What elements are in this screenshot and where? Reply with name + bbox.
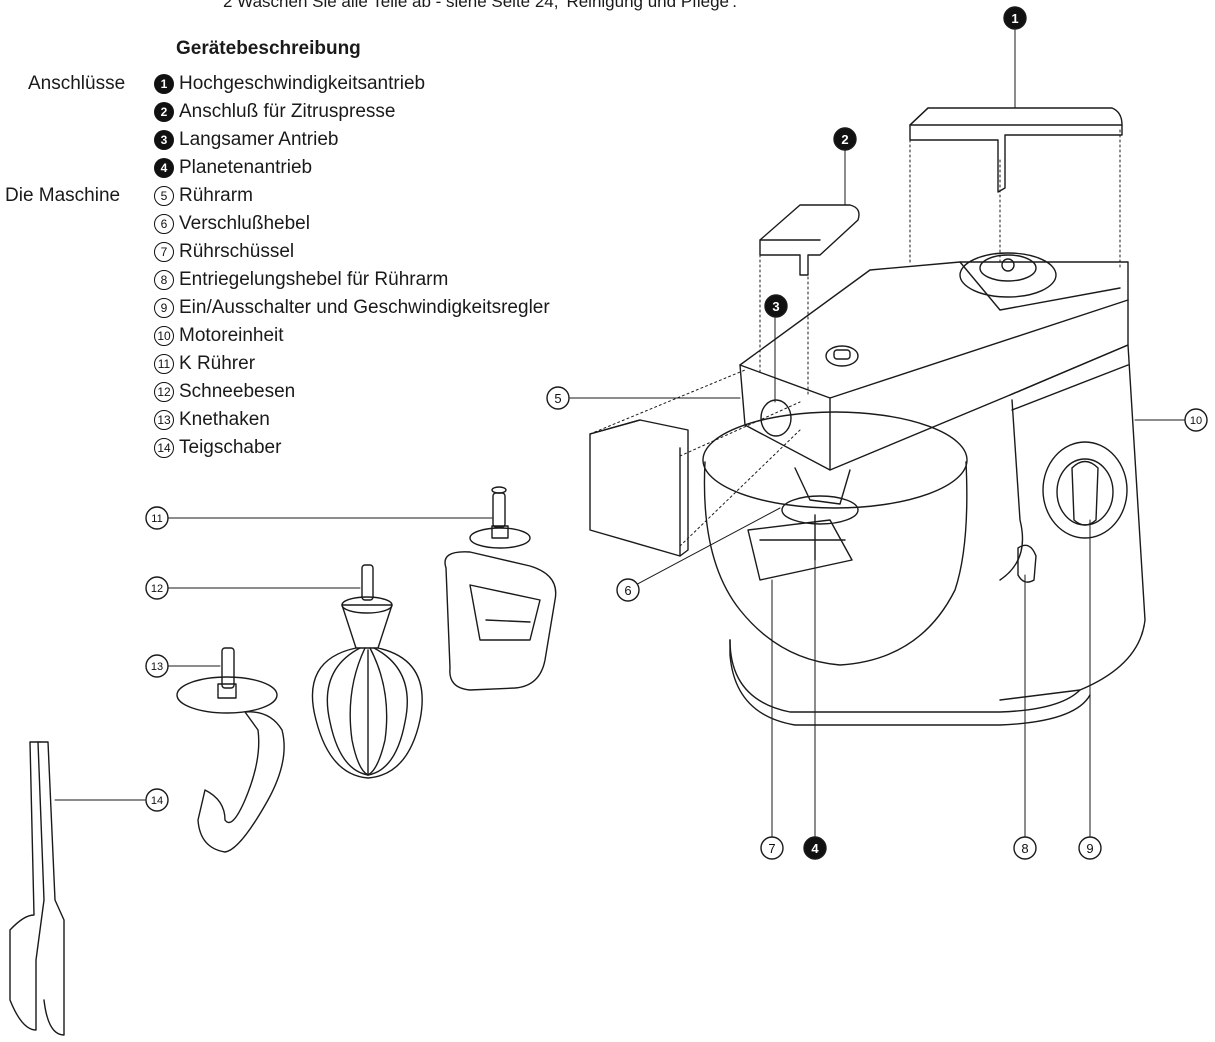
- legend-item-1: 1 Hochgeschwindigkeitsantrieb: [154, 71, 425, 97]
- legend-item-7: 7 Rührschüssel: [154, 239, 294, 265]
- legend-item-4: 4 Planetenantrieb: [154, 155, 312, 181]
- legend-label: Entriegelungshebel für Rührarm: [179, 269, 449, 290]
- projection-lines: [589, 129, 1121, 547]
- callout-7: 7: [760, 836, 784, 860]
- callout-number: 6: [624, 583, 631, 598]
- callout-number: 13: [151, 661, 163, 673]
- legend-item-11: 11 K Rührer: [154, 351, 255, 377]
- legend-marker: 5: [154, 186, 174, 206]
- outlet-cover-front: [589, 419, 689, 557]
- callout-number: 9: [1086, 841, 1093, 856]
- legend-marker: 2: [154, 102, 174, 122]
- callout-number: 3: [772, 299, 779, 314]
- legend-label: Hochgeschwindigkeitsantrieb: [179, 73, 426, 94]
- legend-marker: 12: [154, 382, 174, 402]
- callout-number: 1: [1011, 11, 1018, 26]
- callout-4: 4: [803, 836, 827, 860]
- legend-label: Rührarm: [179, 185, 253, 206]
- callout-number: 12: [151, 583, 163, 595]
- legend-label: Schneebesen: [179, 381, 296, 402]
- legend-item-2: 2 Anschluß für Zitruspresse: [154, 99, 395, 125]
- callout-10: 10: [1184, 408, 1208, 432]
- legend-item-9: 9 Ein/Ausschalter und Geschwindigkeitsre…: [154, 295, 550, 321]
- legend-marker: 8: [154, 270, 174, 290]
- legend-marker: 3: [154, 130, 174, 150]
- callout-1: 1: [1003, 6, 1027, 30]
- callout-9: 9: [1078, 836, 1102, 860]
- callout-number: 8: [1021, 841, 1028, 856]
- callout-number: 5: [554, 391, 561, 406]
- legend-label: Teigschaber: [179, 437, 282, 458]
- legend-label: Motoreinheit: [179, 325, 284, 346]
- legend-marker: 9: [154, 298, 174, 318]
- callout-13: 13: [145, 654, 169, 678]
- legend-marker: 11: [154, 354, 174, 374]
- outlet-cover-high-speed: [909, 107, 1123, 193]
- mixing-bowl: [702, 411, 968, 666]
- callout-11: 11: [145, 506, 169, 530]
- legend-item-10: 10 Motoreinheit: [154, 323, 284, 349]
- legend-marker: 14: [154, 438, 174, 458]
- callout-3: 3: [764, 294, 788, 318]
- legend-item-6: 6 Verschlußhebel: [154, 211, 310, 237]
- legend-label: Langsamer Antrieb: [179, 129, 339, 150]
- callout-number: 11: [151, 513, 162, 525]
- dough-hook: [176, 647, 285, 853]
- outlet-cover-slow-speed: [759, 204, 860, 276]
- legend-marker: 13: [154, 410, 174, 430]
- legend-item-13: 13 Knethaken: [154, 407, 270, 433]
- leader-lines: [54, 29, 1186, 841]
- legend-marker: 10: [154, 326, 174, 346]
- mixer-body: [729, 252, 1146, 726]
- callout-number: 14: [151, 795, 163, 807]
- legend-marker: 6: [154, 214, 174, 234]
- legend-item-12: 12 Schneebesen: [154, 379, 295, 405]
- callout-12: 12: [145, 576, 169, 600]
- legend-item-14: 14 Teigschaber: [154, 435, 281, 461]
- legend-item-5: 5 Rührarm: [154, 183, 253, 209]
- legend-marker: 1: [154, 74, 174, 94]
- legend-item-3: 3 Langsamer Antrieb: [154, 127, 339, 153]
- group-label-anschluesse: Anschlüsse: [28, 73, 126, 94]
- callout-6: 6: [616, 578, 640, 602]
- legend-label: Rührschüssel: [179, 241, 295, 262]
- top-note: 2 Waschen Sie alle Teile ab - siehe Seit…: [223, 0, 737, 11]
- legend-label: Planetenantrieb: [179, 157, 313, 178]
- legend-marker: 7: [154, 242, 174, 262]
- legend-label: Ein/Ausschalter und Geschwindigkeitsregl…: [179, 297, 550, 318]
- callout-8: 8: [1013, 836, 1037, 860]
- callout-14: 14: [145, 788, 169, 812]
- legend-label: Verschlußhebel: [179, 213, 310, 234]
- legend-label: Knethaken: [179, 409, 270, 430]
- callout-number: 4: [811, 841, 819, 856]
- legend-label: Anschluß für Zitruspresse: [179, 101, 396, 122]
- callout-number: 7: [768, 841, 775, 856]
- callout-2: 2: [833, 127, 857, 151]
- spatula: [9, 741, 65, 1036]
- group-label-maschine: Die Maschine: [5, 185, 121, 206]
- whisk: [311, 564, 423, 779]
- legend-label: K Rührer: [179, 353, 256, 374]
- callout-number: 10: [1190, 415, 1202, 427]
- legend-item-8: 8 Entriegelungshebel für Rührarm: [154, 267, 448, 293]
- callout-number: 2: [841, 132, 848, 147]
- legend-marker: 4: [154, 158, 174, 178]
- k-beater: [444, 486, 557, 691]
- section-heading: Gerätebeschreibung: [176, 38, 361, 59]
- callout-5: 5: [546, 386, 570, 410]
